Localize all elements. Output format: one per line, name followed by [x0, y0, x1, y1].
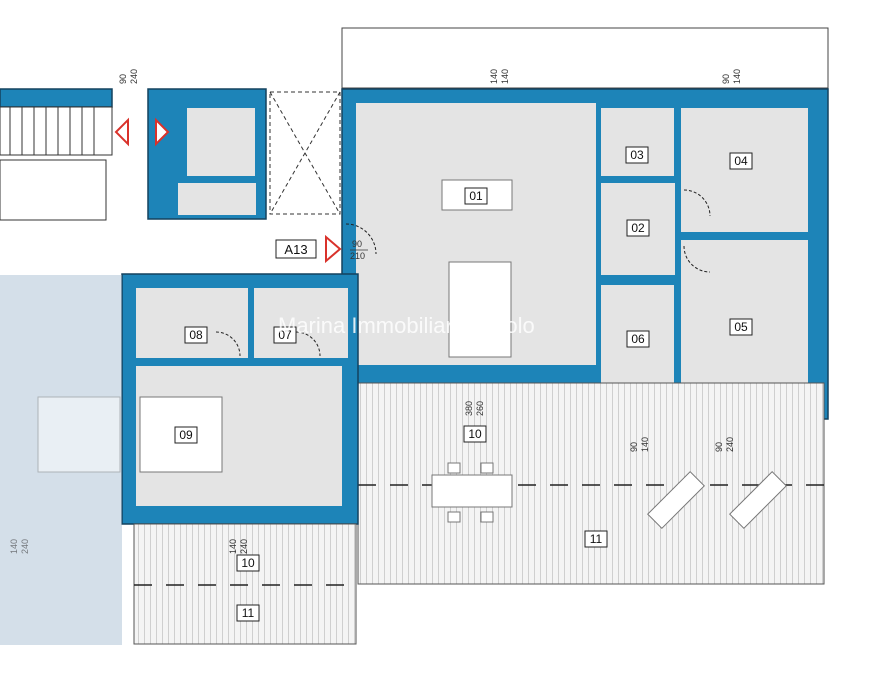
room-label-01: 01 — [464, 187, 488, 205]
svg-text:09: 09 — [179, 428, 193, 442]
room-03-floor — [601, 108, 674, 176]
room-label-02: 02 — [626, 219, 650, 237]
svg-text:02: 02 — [631, 221, 645, 235]
room-label-08: 08 — [184, 326, 208, 344]
svg-text:08: 08 — [189, 328, 203, 342]
sofa — [448, 261, 512, 358]
entry-marker — [155, 117, 170, 147]
room-label-09: 09 — [174, 426, 198, 444]
svg-text:01: 01 — [469, 189, 483, 203]
unit-label: A13 — [275, 239, 317, 259]
room-label-04: 04 — [729, 152, 753, 170]
svg-text:90: 90 — [714, 442, 724, 452]
terrace-main — [357, 382, 825, 585]
svg-text:03: 03 — [630, 148, 644, 162]
room-label-11-main: 11 — [584, 530, 608, 548]
room-08-floor — [136, 288, 248, 358]
svg-text:90: 90 — [118, 74, 128, 84]
room-label-06: 06 — [626, 330, 650, 348]
svg-text:90: 90 — [352, 239, 362, 249]
dim-bottom-mid: 140 240 — [228, 539, 249, 554]
entry-marker — [114, 117, 129, 147]
svg-text:140: 140 — [228, 539, 238, 554]
svg-text:90: 90 — [721, 74, 731, 84]
stair-wall — [0, 88, 113, 108]
elevator-cabin — [187, 108, 255, 176]
dim-top-right: 90 140 — [721, 69, 742, 84]
sun-lounger — [729, 471, 787, 529]
room-label-05: 05 — [729, 318, 753, 336]
svg-text:210: 210 — [350, 251, 365, 261]
room-label-11-bottom: 11 — [236, 604, 260, 622]
entry-marker — [325, 234, 342, 264]
svg-text:10: 10 — [241, 556, 255, 570]
svg-text:260: 260 — [475, 401, 485, 416]
room-label-03: 03 — [625, 146, 649, 164]
svg-text:90: 90 — [629, 442, 639, 452]
svg-text:140: 140 — [732, 69, 742, 84]
svg-text:A13: A13 — [284, 242, 307, 257]
void-diagonal — [269, 91, 341, 215]
chair — [480, 462, 494, 474]
svg-text:11: 11 — [242, 606, 255, 620]
svg-text:05: 05 — [734, 320, 748, 334]
adjacent-bed — [37, 396, 121, 473]
dim-top-mid: 140 140 — [489, 69, 510, 84]
dim-terrace-r1: 90 140 — [629, 437, 650, 452]
chair — [447, 511, 461, 523]
outdoor-table — [431, 474, 513, 508]
dim-terrace-r2: 90 240 — [714, 437, 735, 452]
svg-text:140: 140 — [489, 69, 499, 84]
dim-bottom-left: 140 240 — [9, 539, 30, 554]
door-swing — [683, 189, 711, 217]
sun-lounger — [647, 471, 705, 529]
elevator-shaft — [178, 183, 256, 215]
stair-steps — [9, 107, 95, 155]
svg-text:140: 140 — [9, 539, 19, 554]
svg-text:240: 240 — [725, 437, 735, 452]
staircase — [0, 106, 113, 156]
stair-landing — [0, 159, 107, 221]
room-label-10-bottom: 10 — [236, 554, 260, 572]
terrace-bottom-left — [133, 523, 357, 645]
svg-text:240: 240 — [239, 539, 249, 554]
svg-text:140: 140 — [500, 69, 510, 84]
door-swing — [683, 245, 711, 273]
room-07-floor — [254, 288, 348, 358]
dim-entry: 90 210 — [350, 239, 368, 261]
room-label-10-main: 10 — [463, 425, 487, 443]
svg-text:10: 10 — [468, 427, 482, 441]
dim-top-left: 90 240 — [118, 69, 139, 84]
roof-outline — [341, 27, 829, 89]
door-swing — [345, 223, 377, 255]
svg-text:140: 140 — [640, 437, 650, 452]
svg-text:11: 11 — [590, 532, 603, 546]
dining-table — [441, 179, 513, 211]
dim-terrace-center: 380 260 — [464, 401, 485, 416]
chair — [480, 511, 494, 523]
svg-text:380: 380 — [464, 401, 474, 416]
room-04-floor — [681, 108, 808, 232]
svg-text:07: 07 — [278, 328, 292, 342]
svg-text:240: 240 — [129, 69, 139, 84]
room-label-07: 07 — [273, 326, 297, 344]
watermark: Marina Immobiliare Jesolo — [278, 313, 535, 338]
svg-text:240: 240 — [20, 539, 30, 554]
chair — [447, 462, 461, 474]
svg-text:04: 04 — [734, 154, 748, 168]
svg-text:06: 06 — [631, 332, 645, 346]
